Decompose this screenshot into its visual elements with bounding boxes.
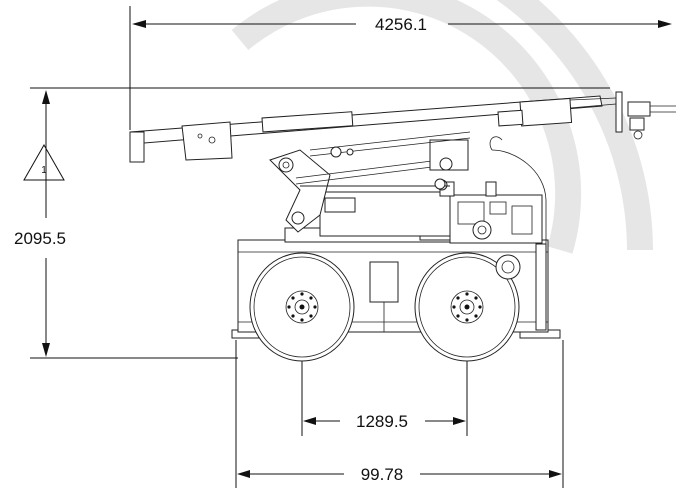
front-wheel [414, 252, 520, 362]
telescopic-boom [129, 95, 603, 163]
crane-machine [129, 91, 676, 362]
revision-triangle: 1 [23, 143, 65, 181]
revision-marker: 1 [41, 165, 47, 176]
wheelbase-label: 1289.5 [356, 412, 408, 431]
overall-length-label: 4256.1 [375, 15, 427, 34]
watermark [231, 0, 653, 254]
overall-height-label: 2095.5 [14, 229, 66, 248]
dimension-overall-height: 2095.5 [14, 87, 610, 359]
boom-tip [569, 91, 676, 140]
dimension-overall-length: 4256.1 [129, 6, 672, 130]
engine-box [449, 194, 543, 244]
rear-wheel [249, 252, 355, 362]
dimension-wheelbase: 1289.5 [301, 340, 468, 436]
dimension-track-width: 99.78 [235, 340, 564, 488]
track-width-label: 99.78 [361, 465, 404, 484]
